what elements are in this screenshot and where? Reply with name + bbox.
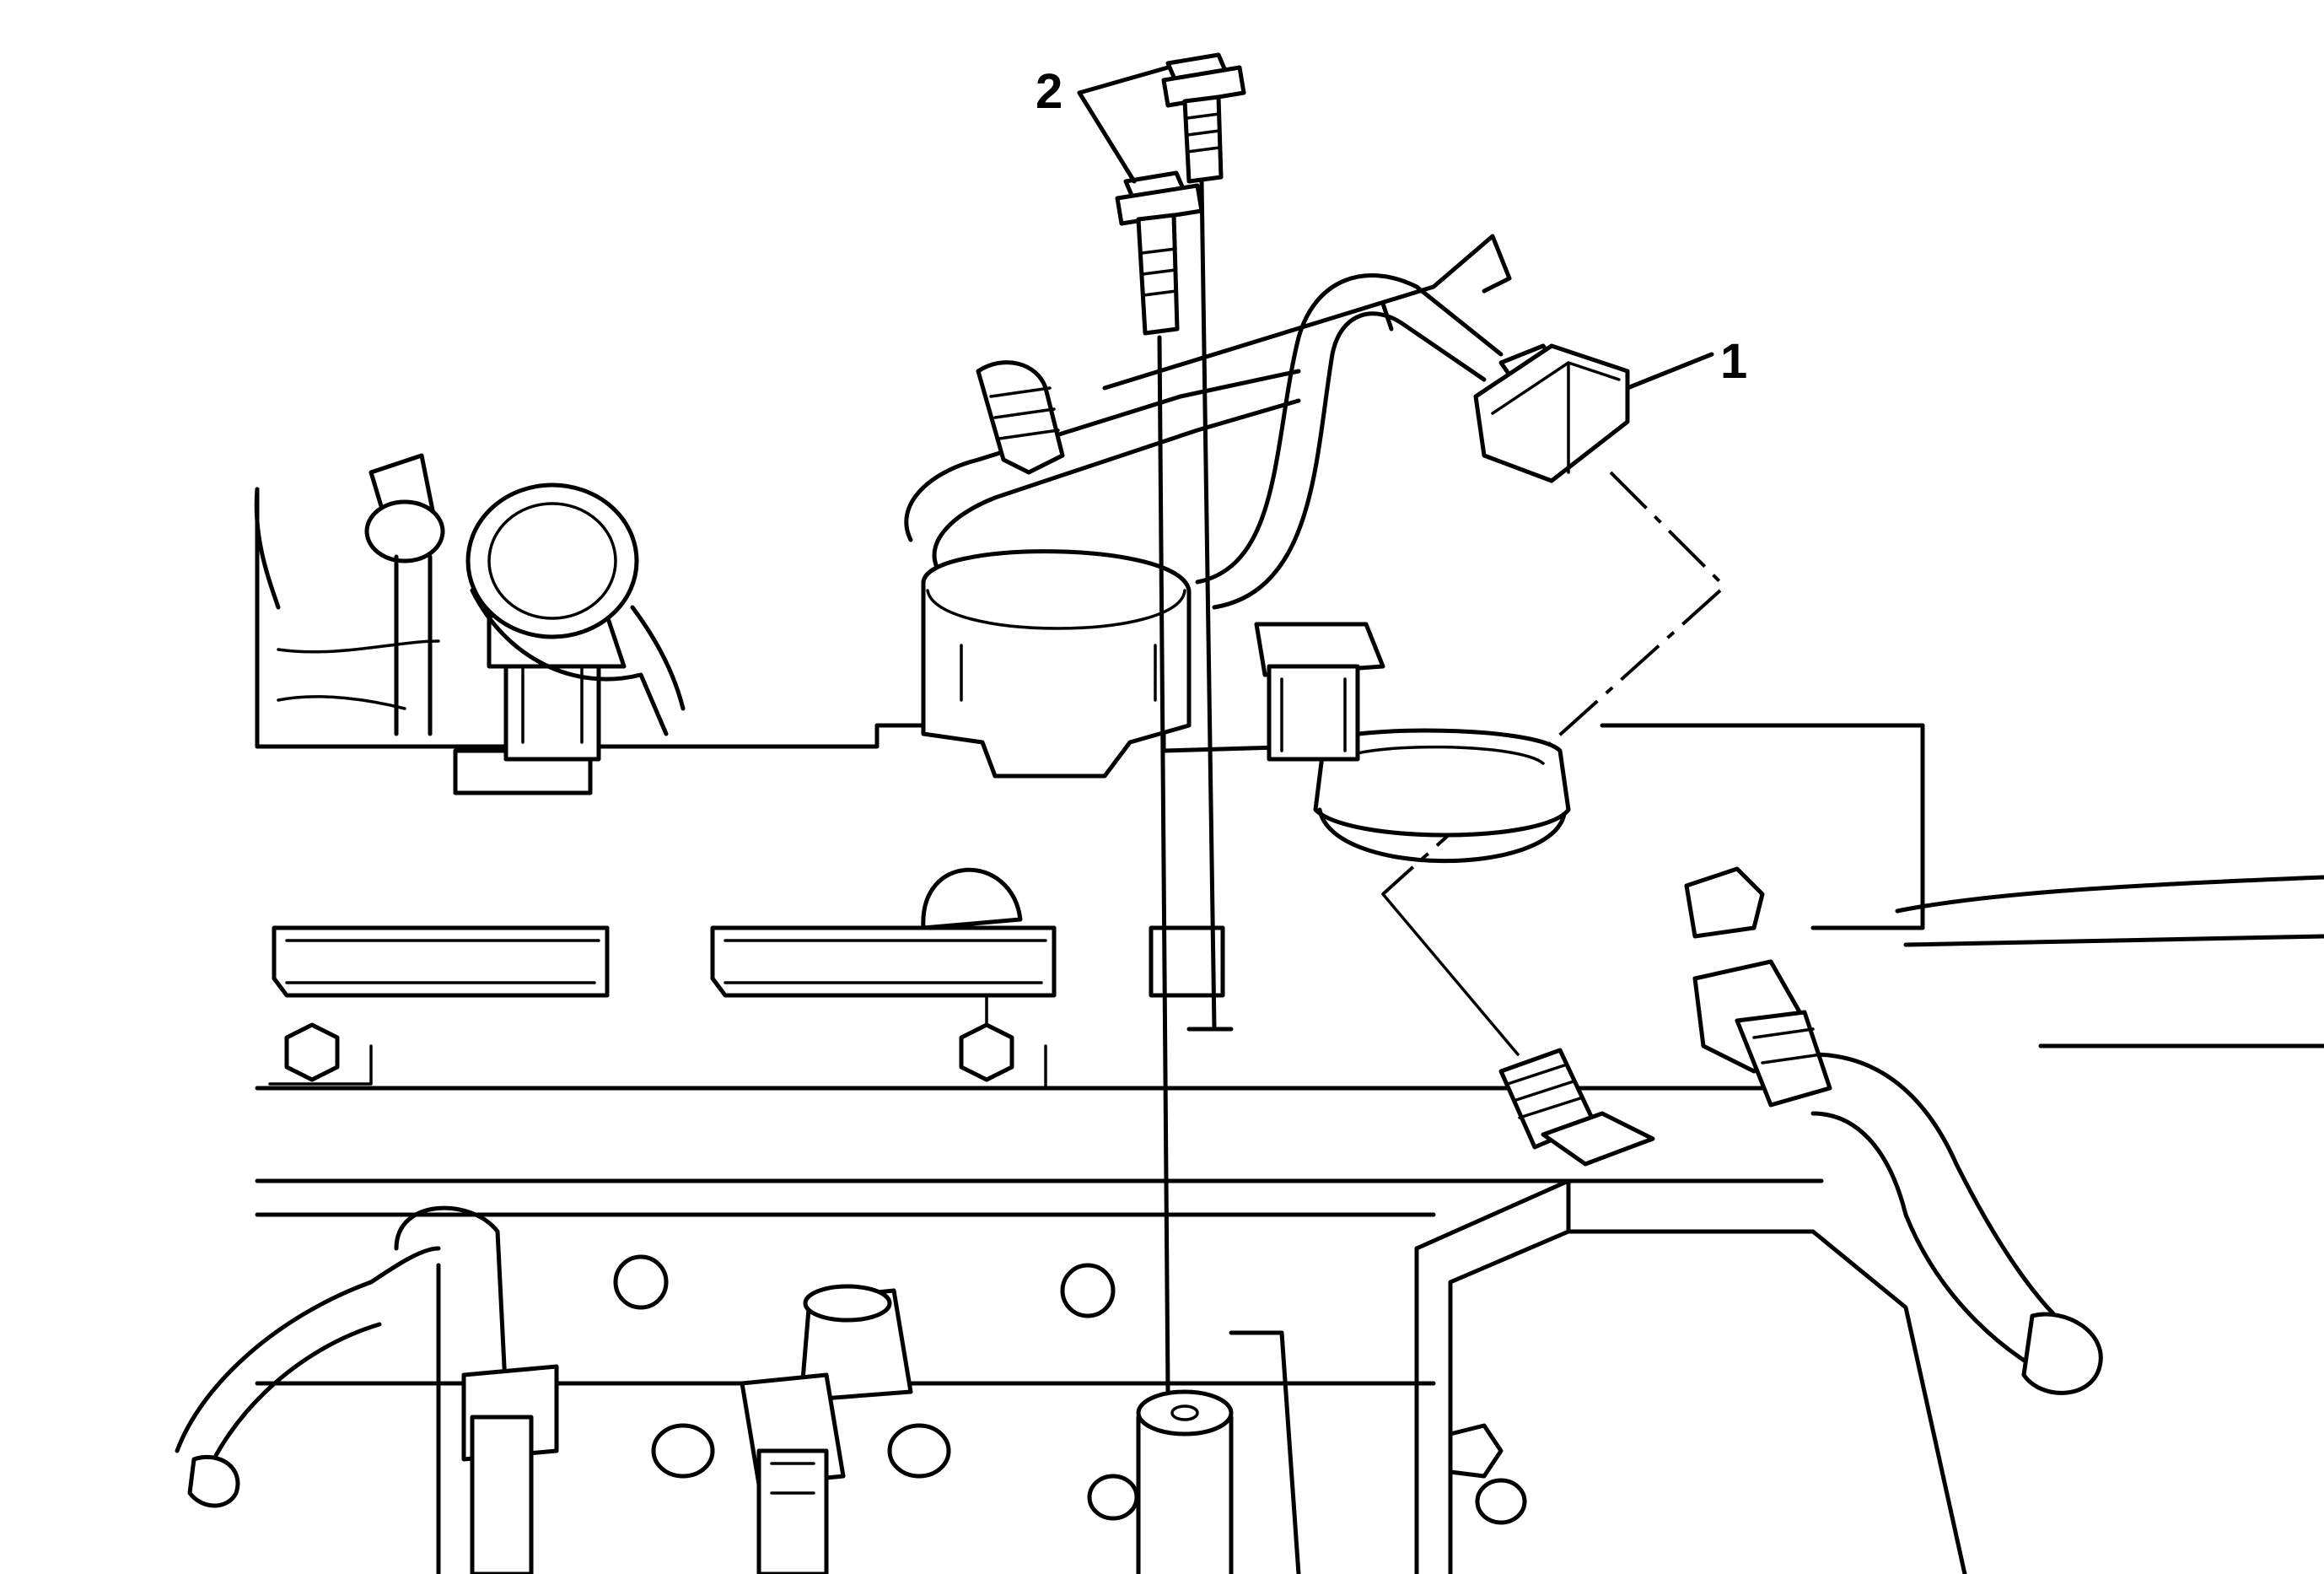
right-intake-ring <box>1313 728 1571 864</box>
lower-center-injector <box>740 1284 913 1574</box>
fuel-line <box>904 234 1512 610</box>
left-connector <box>453 613 627 795</box>
lower-left-components <box>175 1205 559 1574</box>
callout-1-label: 1 <box>1720 334 1747 389</box>
bolt-lower <box>1115 170 1204 336</box>
bolt-upper <box>1161 52 1246 184</box>
right-hose <box>1810 1052 2103 1395</box>
rail-bolts <box>268 994 1047 1090</box>
alignment-lines <box>1381 471 1722 1056</box>
lower-right-bracket <box>1414 1178 1967 1574</box>
right-sensor-connector <box>1692 959 1832 1108</box>
bolt-boss <box>1136 1330 1301 1574</box>
callout-2-label: 2 <box>1036 64 1062 119</box>
callout-2-leader <box>1077 65 1170 184</box>
misc-nuts <box>613 1254 1527 1525</box>
fuel-line-fitting-nut <box>1473 343 1630 483</box>
right-connector <box>1254 622 1385 762</box>
left-intake-elbow <box>364 453 686 736</box>
bolt-guide-lines <box>1157 179 1234 1394</box>
right-bracket <box>1600 723 2324 1048</box>
fuel-pump-housing <box>921 549 1192 779</box>
callout-1-leader <box>1625 352 1714 391</box>
coil-rails <box>272 867 1225 998</box>
threaded-fitting <box>1498 1048 1655 1167</box>
